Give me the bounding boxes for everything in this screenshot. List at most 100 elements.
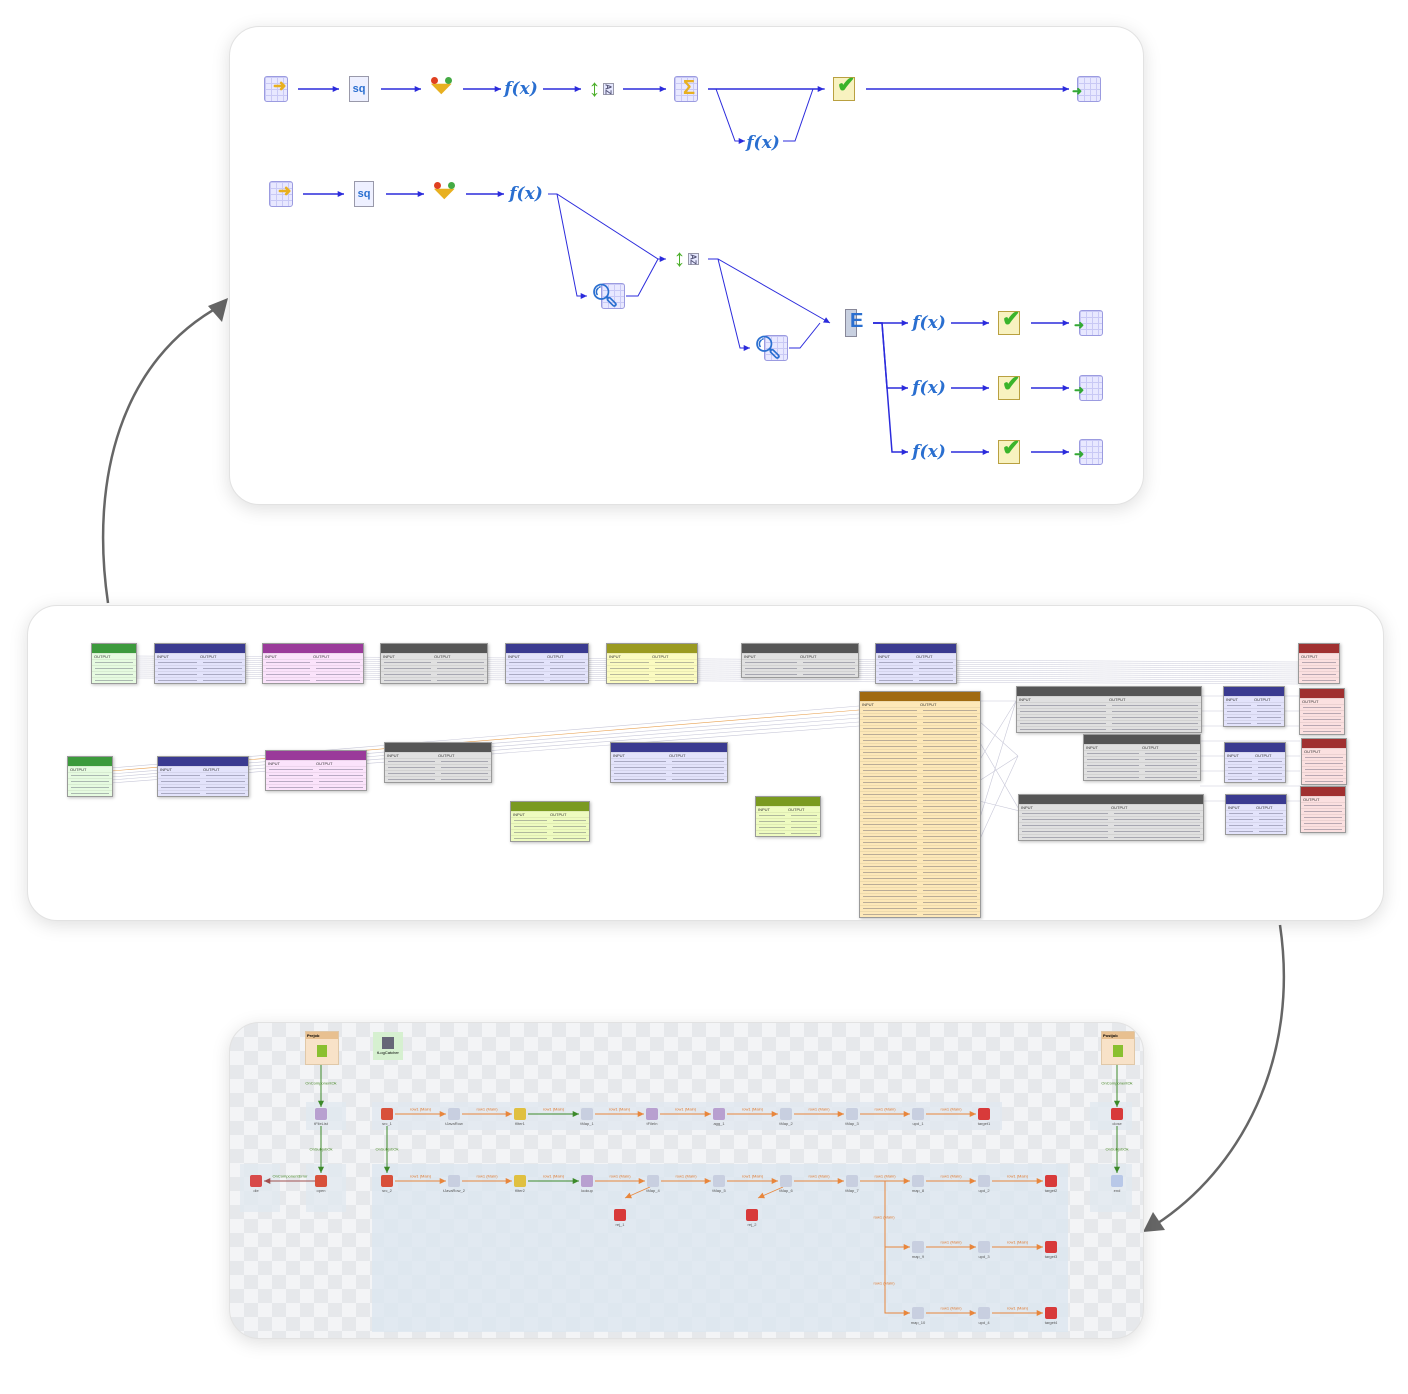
component-tmap-6[interactable]: tMap_6 (766, 1175, 806, 1193)
lineage-table[interactable]: OUTPUT (67, 756, 113, 797)
component-agg_1[interactable]: agg_1 (699, 1108, 739, 1126)
table-row (860, 719, 980, 725)
subjob-2[interactable] (372, 1164, 1068, 1332)
component-target4[interactable]: target4 (1031, 1307, 1071, 1325)
sorter-icon[interactable]: ↕AZ (671, 244, 701, 274)
prejob-box[interactable]: Prejob (305, 1031, 339, 1065)
subjob-end[interactable] (1090, 1164, 1132, 1212)
target-icon[interactable]: ➜ (1072, 74, 1104, 104)
router-icon[interactable]: E (836, 308, 866, 338)
postjob-box[interactable]: Postjob (1101, 1031, 1135, 1065)
update-strategy-icon[interactable]: ✔ (994, 435, 1024, 467)
component-upd_4[interactable]: upd_4 (964, 1307, 1004, 1325)
aggregator-icon[interactable]: Σ (671, 74, 701, 104)
source-icon[interactable]: ➜ (266, 179, 296, 209)
component-map-8[interactable]: map_8 (898, 1175, 938, 1193)
component-tmap_2[interactable]: tMap_2 (766, 1108, 806, 1126)
update-strategy-icon[interactable]: ✔ (994, 371, 1024, 403)
component-upd_1[interactable]: upd_1 (898, 1108, 938, 1126)
lineage-table[interactable]: OUTPUT (1300, 786, 1346, 833)
component-tjavarow-2[interactable]: tJavaRow_2 (434, 1175, 474, 1193)
component-src_1[interactable]: src_1 (367, 1108, 407, 1126)
component-lookup[interactable]: lookup (567, 1175, 607, 1193)
lookup-icon[interactable]: 🔍︎ (754, 333, 788, 363)
sql-icon[interactable]: sq (349, 179, 379, 209)
component-map_9[interactable]: map_9 (898, 1241, 938, 1259)
lineage-table[interactable]: OUTPUT (1298, 643, 1340, 684)
component-tfilelist[interactable]: tFileList (301, 1108, 341, 1126)
component-tjavarow[interactable]: tJavaRow (434, 1108, 474, 1126)
component-upd-2[interactable]: upd_2 (964, 1175, 1004, 1193)
expression-icon[interactable]: f(x) (912, 437, 946, 467)
expression-icon[interactable]: f(x) (912, 373, 946, 403)
component-tmap-4[interactable]: tMap_4 (633, 1175, 673, 1193)
component-tfilein[interactable]: tFileIn (632, 1108, 672, 1126)
component-end[interactable]: end (1097, 1175, 1137, 1193)
source-icon[interactable]: ➜ (261, 74, 291, 104)
component-target1[interactable]: target1 (964, 1108, 1004, 1126)
subjob-1[interactable] (372, 1102, 1002, 1130)
component-upd_3[interactable]: upd_3 (964, 1241, 1004, 1259)
table-row (1084, 756, 1200, 762)
table-row (511, 823, 589, 829)
logcatcher-component[interactable]: tLogCatcher (373, 1032, 403, 1060)
component-die[interactable]: die (236, 1175, 276, 1193)
expression-icon[interactable]: f(x) (509, 179, 543, 209)
flow-edge-arrowhead (332, 85, 339, 93)
component-target3[interactable]: target3 (1031, 1241, 1071, 1259)
component-tmap-7[interactable]: tMap_7 (832, 1175, 872, 1193)
expression-icon[interactable]: f(x) (504, 74, 538, 104)
target-icon[interactable]: ➜ (1074, 308, 1106, 338)
component-src-2[interactable]: src_2 (367, 1175, 407, 1193)
lineage-table[interactable]: OUTPUT (1301, 738, 1347, 785)
target-icon[interactable]: ➜ (1074, 437, 1106, 467)
table-row (860, 839, 980, 845)
expression-icon[interactable]: f(x) (912, 308, 946, 338)
component-close[interactable]: close (1097, 1108, 1137, 1126)
component-open[interactable]: open (301, 1175, 341, 1193)
sql-icon[interactable]: sq (344, 74, 374, 104)
component-filter2[interactable]: filter2 (500, 1175, 540, 1193)
sorter-icon[interactable]: ↕AZ (586, 74, 616, 104)
lookup-icon[interactable]: 🔍︎ (591, 281, 625, 311)
component-tmap_3[interactable]: tMap_3 (832, 1108, 872, 1126)
component-target2[interactable]: target2 (1031, 1175, 1071, 1193)
component-tmap_1[interactable]: tMap_1 (567, 1108, 607, 1126)
component-filter1[interactable]: filter1 (500, 1108, 540, 1126)
component-label: upd_1 (912, 1121, 924, 1126)
subjob-open[interactable] (306, 1164, 346, 1212)
expression-icon[interactable]: f(x) (746, 128, 780, 158)
component-map_10[interactable]: map_10 (898, 1307, 938, 1325)
reject-component[interactable]: rej_1 (600, 1209, 640, 1227)
update-strategy-icon[interactable]: ✔ (994, 306, 1024, 338)
update-strategy-icon[interactable]: ✔ (829, 72, 859, 104)
lineage-table[interactable]: OUTPUT (91, 643, 137, 684)
target-icon[interactable]: ➜ (1074, 373, 1106, 403)
filter-icon[interactable]: ⏷ (426, 73, 456, 104)
component-tmap-5[interactable]: tMap_5 (699, 1175, 739, 1193)
filter-icon[interactable]: ⏷ (429, 178, 459, 209)
reject-component[interactable]: rej_2 (732, 1209, 772, 1227)
lineage-table[interactable]: OUTPUT (1299, 688, 1345, 735)
subjob-die[interactable] (240, 1164, 280, 1212)
